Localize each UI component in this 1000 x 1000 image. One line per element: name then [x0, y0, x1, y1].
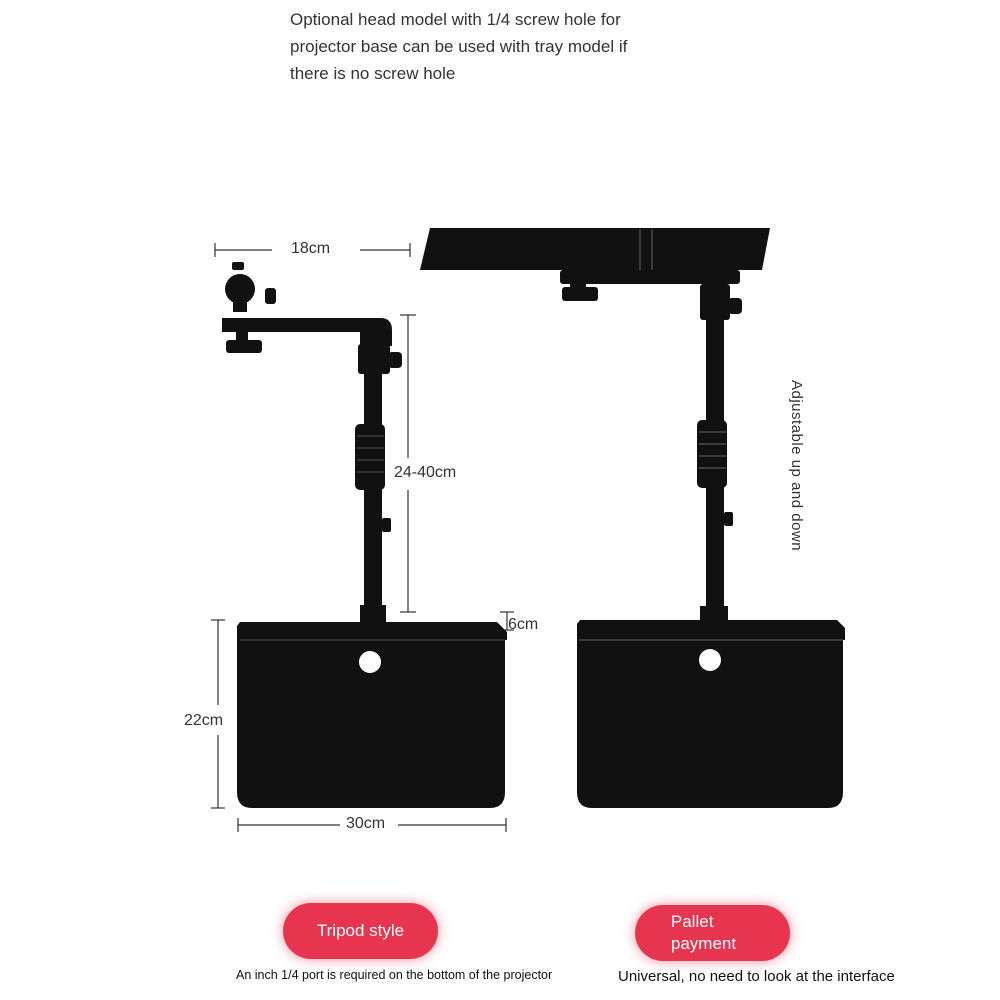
dimension-height-range: 24-40cm: [394, 464, 457, 481]
intro-line-3: there is no screw hole: [290, 64, 456, 83]
adjustable-label: Adjustable up and down: [788, 380, 805, 552]
intro-text: Optional head model with 1/4 screw hole …: [290, 6, 730, 87]
pallet-stand: [420, 228, 845, 808]
tripod-style-label: Tripod style: [316, 921, 405, 940]
intro-line-1: Optional head model with 1/4 screw hole …: [290, 10, 621, 29]
dimension-lines: [211, 243, 514, 832]
tripod-stand: [222, 262, 507, 808]
tripod-style-button[interactable]: Tripod style: [283, 903, 438, 959]
caption-pallet: Universal, no need to look at the interf…: [618, 968, 895, 985]
intro-line-2: projector base can be used with tray mod…: [290, 37, 628, 56]
pallet-label-line1: Pallet: [670, 912, 714, 931]
dimension-width-head: 18cm: [291, 240, 331, 257]
dimension-tray-width: 30cm: [346, 815, 386, 832]
dimension-tray-depth: 22cm: [184, 712, 224, 729]
pallet-label-line2: payment: [670, 934, 737, 953]
pallet-payment-button[interactable]: Pallet payment: [635, 905, 790, 961]
dimension-tray-edge: 6cm: [508, 616, 539, 633]
caption-tripod: An inch 1/4 port is required on the bott…: [236, 968, 553, 982]
